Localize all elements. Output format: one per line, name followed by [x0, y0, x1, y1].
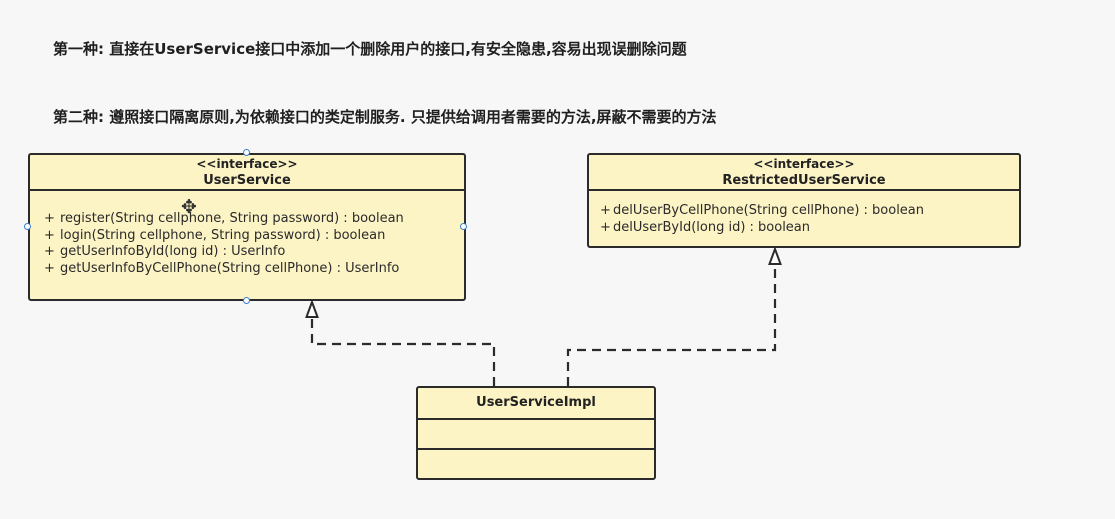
visibility-marker: + — [600, 203, 611, 218]
heading-option-two: 第二种: 遵照接口隔离原则,为依赖接口的类定制服务. 只提供给调用者需要的方法,… — [53, 108, 717, 126]
method-item: +delUserById(long id) : boolean — [600, 220, 1019, 237]
realization-line-restricted[interactable] — [566, 264, 777, 386]
visibility-marker: + — [44, 227, 55, 243]
attributes-compartment — [418, 420, 654, 450]
method-item: + register(String cellphone, String passw… — [44, 211, 464, 228]
method-signature: login(String cellphone, String password)… — [60, 227, 386, 243]
class-box-userserviceimpl[interactable]: UserServiceImpl — [416, 386, 656, 480]
visibility-marker: + — [600, 219, 611, 235]
method-item: + getUserInfoByCellPhone(String cellPhone… — [44, 261, 464, 278]
heading-option-one: 第一种: 直接在UserService接口中添加一个删除用户的接口,有安全隐患,… — [53, 40, 687, 58]
realization-arrowhead-userservice — [305, 299, 319, 318]
class-name: UserServiceImpl — [476, 395, 596, 410]
move-cursor-icon: ✥ — [181, 196, 197, 218]
method-list: + register(String cellphone, String passw… — [30, 191, 464, 277]
method-signature: getUserInfoByCellPhone(String cellPhone)… — [60, 260, 400, 276]
method-list: +delUserByCellPhone(String cellPhone) : … — [589, 191, 1019, 236]
method-item: + login(String cellphone, String password… — [44, 228, 464, 245]
realization-line-userservice[interactable] — [310, 316, 496, 386]
method-signature: getUserInfoById(long id) : UserInfo — [60, 244, 286, 259]
resize-handle-right[interactable] — [460, 223, 467, 230]
stereotype-label: <<interface>> — [196, 157, 298, 171]
method-signature: register(String cellphone, String passwo… — [60, 211, 404, 226]
realization-arrowhead-restricted — [768, 246, 782, 265]
method-item: +delUserByCellPhone(String cellPhone) : … — [600, 203, 1019, 220]
class-name: UserService — [203, 173, 291, 188]
class-header: <<interface>> UserService — [30, 155, 464, 191]
resize-handle-left[interactable] — [24, 223, 31, 230]
class-header: UserServiceImpl — [418, 388, 654, 420]
class-box-restricteduserservice[interactable]: <<interface>> RestrictedUserService +del… — [587, 153, 1021, 248]
method-item: + getUserInfoById(long id) : UserInfo — [44, 244, 464, 261]
class-header: <<interface>> RestrictedUserService — [589, 155, 1019, 191]
class-name: RestrictedUserService — [722, 173, 886, 188]
method-signature: delUserByCellPhone(String cellPhone) : b… — [613, 203, 925, 218]
class-box-userservice[interactable]: <<interface>> UserService + register(Stri… — [28, 153, 466, 301]
resize-handle-top[interactable] — [243, 149, 250, 156]
resize-handle-bottom[interactable] — [243, 297, 250, 304]
stereotype-label: <<interface>> — [753, 157, 855, 171]
visibility-marker: + — [44, 244, 55, 259]
method-signature: delUserById(long id) : boolean — [613, 219, 811, 235]
visibility-marker: + — [44, 260, 55, 276]
visibility-marker: + — [44, 211, 55, 226]
